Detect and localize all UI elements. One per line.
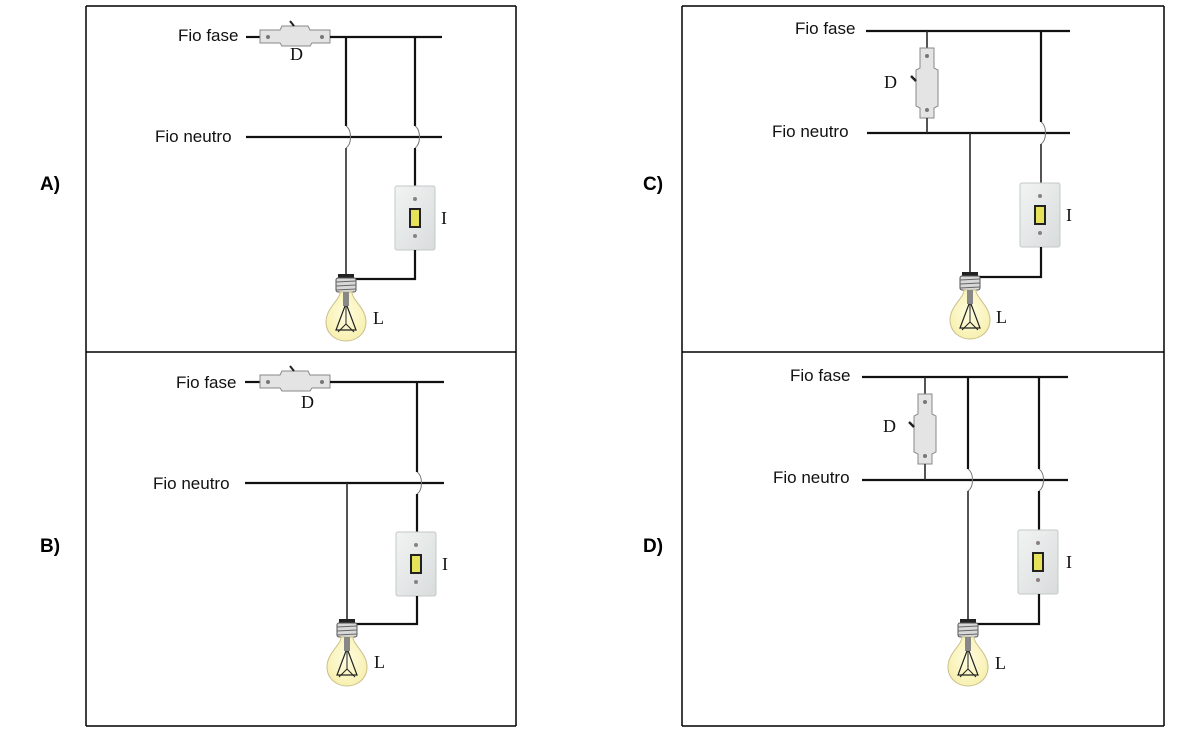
lamp-icon — [325, 273, 367, 342]
lamp-label: L — [374, 652, 385, 672]
lamp-icon — [949, 271, 991, 340]
neutro-wire-label: Fio neutro — [155, 127, 232, 146]
switch-icon — [394, 185, 436, 251]
fase-wire-label: Fio fase — [795, 19, 855, 38]
switch-icon — [1019, 182, 1061, 248]
option-label-d: D) — [643, 536, 664, 557]
breaker-icon — [907, 392, 938, 466]
lamp-label: L — [996, 307, 1007, 327]
neutro-wire-label: Fio neutro — [772, 122, 849, 141]
breaker-icon — [259, 365, 331, 392]
lamp-label: L — [995, 653, 1006, 673]
lamp-icon — [947, 618, 989, 687]
switch-label: I — [442, 554, 448, 574]
lamp-icon — [326, 618, 368, 687]
neutro-wire-label: Fio neutro — [153, 474, 230, 493]
option-label-b: B) — [40, 536, 61, 557]
fase-wire-label: Fio fase — [178, 26, 238, 45]
breaker-icon — [259, 20, 331, 47]
fase-wire-label: Fio fase — [176, 373, 236, 392]
switch-label: I — [441, 208, 447, 228]
panel-borders — [85, 5, 1165, 727]
circuit-c: Fio fase Fio neutro D I L — [772, 19, 1072, 340]
neutro-wire-label: Fio neutro — [773, 468, 850, 487]
option-label-c: C) — [643, 174, 664, 195]
switch-icon — [1017, 529, 1059, 595]
breaker-icon — [909, 46, 940, 120]
fase-wire-label: Fio fase — [790, 366, 850, 385]
breaker-label: D — [883, 416, 896, 436]
lamp-label: L — [373, 308, 384, 328]
circuit-b: Fio fase D Fio neutro I L — [153, 365, 448, 687]
breaker-label: D — [290, 44, 303, 64]
switch-label: I — [1066, 552, 1072, 572]
switch-icon — [395, 531, 437, 597]
option-label-a: A) — [40, 174, 61, 195]
circuit-a: Fio fase D Fio neutro I L — [155, 20, 447, 342]
breaker-label: D — [884, 72, 897, 92]
circuit-d: Fio fase Fio neutro D I L — [773, 366, 1072, 687]
switch-label: I — [1066, 205, 1072, 225]
breaker-label: D — [301, 392, 314, 412]
